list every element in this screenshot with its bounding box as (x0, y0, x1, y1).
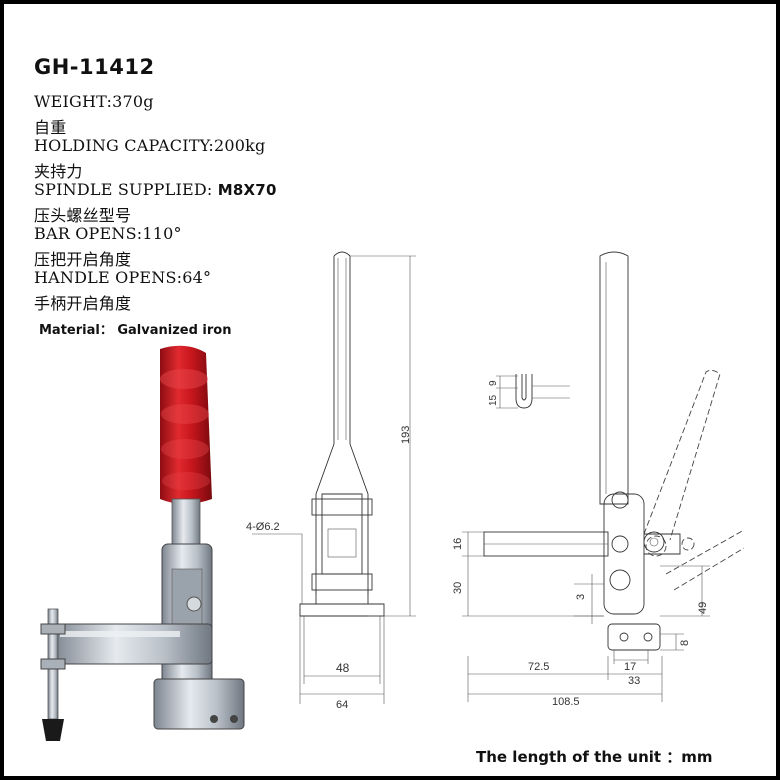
spec-weight: WEIGHT:370g (34, 92, 154, 111)
dim-15: 15 (488, 394, 499, 406)
handle-grip (160, 345, 212, 504)
side-view-handle (599, 251, 629, 505)
handle-shaft (171, 498, 201, 550)
front-view-linkage (311, 443, 373, 594)
product-photo (40, 345, 245, 741)
spec-weight-cn: 自重 (34, 118, 67, 137)
side-view-bar (483, 531, 609, 557)
side-view-dimensions (462, 531, 710, 702)
dim-108-5: 108.5 (552, 696, 580, 708)
front-view-drawing: 193 4-Ø6.2 48 64 (246, 251, 416, 711)
dim-48: 48 (336, 661, 350, 675)
front-view-base (299, 590, 385, 617)
spec-holding-capacity: HOLDING CAPACITY:200kg (34, 136, 266, 155)
dim-17: 17 (624, 661, 636, 673)
side-view-body (603, 491, 681, 615)
spindle (40, 608, 66, 741)
side-view-base (607, 623, 661, 651)
spec-bar-opens: BAR OPENS:110° (34, 224, 182, 243)
spec-spindle: SPINDLE SUPPLIED: M8X70 (34, 180, 277, 199)
model-number: GH-11412 (34, 55, 155, 79)
dim-72-5: 72.5 (528, 661, 549, 673)
dim-3: 3 (575, 594, 587, 600)
spec-bar-opens-cn: 压把开启角度 (34, 250, 132, 269)
side-view-drawing: 16 30 3 49 17 8 72.5 33 108.5 (452, 251, 744, 708)
dim-33: 33 (628, 675, 640, 687)
spec-sheet: GH-11412 WEIGHT:370g 自重 HOLDING CAPACITY… (4, 4, 776, 776)
dim-height-193: 193 (400, 426, 412, 444)
spec-handle-opens-cn: 手柄开启角度 (34, 294, 132, 313)
dim-hole: 4-Ø6.2 (246, 521, 280, 533)
side-view-open-handle (643, 369, 744, 591)
front-view-dimensions (252, 255, 416, 704)
spec-holding-capacity-cn: 夹持力 (34, 162, 83, 181)
dim-9: 9 (488, 380, 499, 386)
dim-64: 64 (336, 699, 348, 711)
dim-8: 8 (679, 640, 691, 646)
spec-spindle-value: M8X70 (217, 181, 277, 199)
material-note: Material： Galvanized iron (39, 323, 232, 338)
spec-spindle-label: SPINDLE SUPPLIED: (34, 180, 218, 199)
dim-30: 30 (452, 582, 464, 594)
spec-handle-opens: HANDLE OPENS:64° (34, 268, 212, 287)
spec-spindle-cn: 压头螺丝型号 (34, 206, 132, 225)
unit-note: The length of the unit ：mm (476, 748, 713, 766)
dim-49: 49 (697, 602, 709, 614)
dim-16: 16 (452, 538, 464, 550)
detail-view-drawing: 9 15 (488, 374, 570, 409)
clamp-bar (51, 623, 213, 665)
front-view-handle (333, 251, 351, 444)
